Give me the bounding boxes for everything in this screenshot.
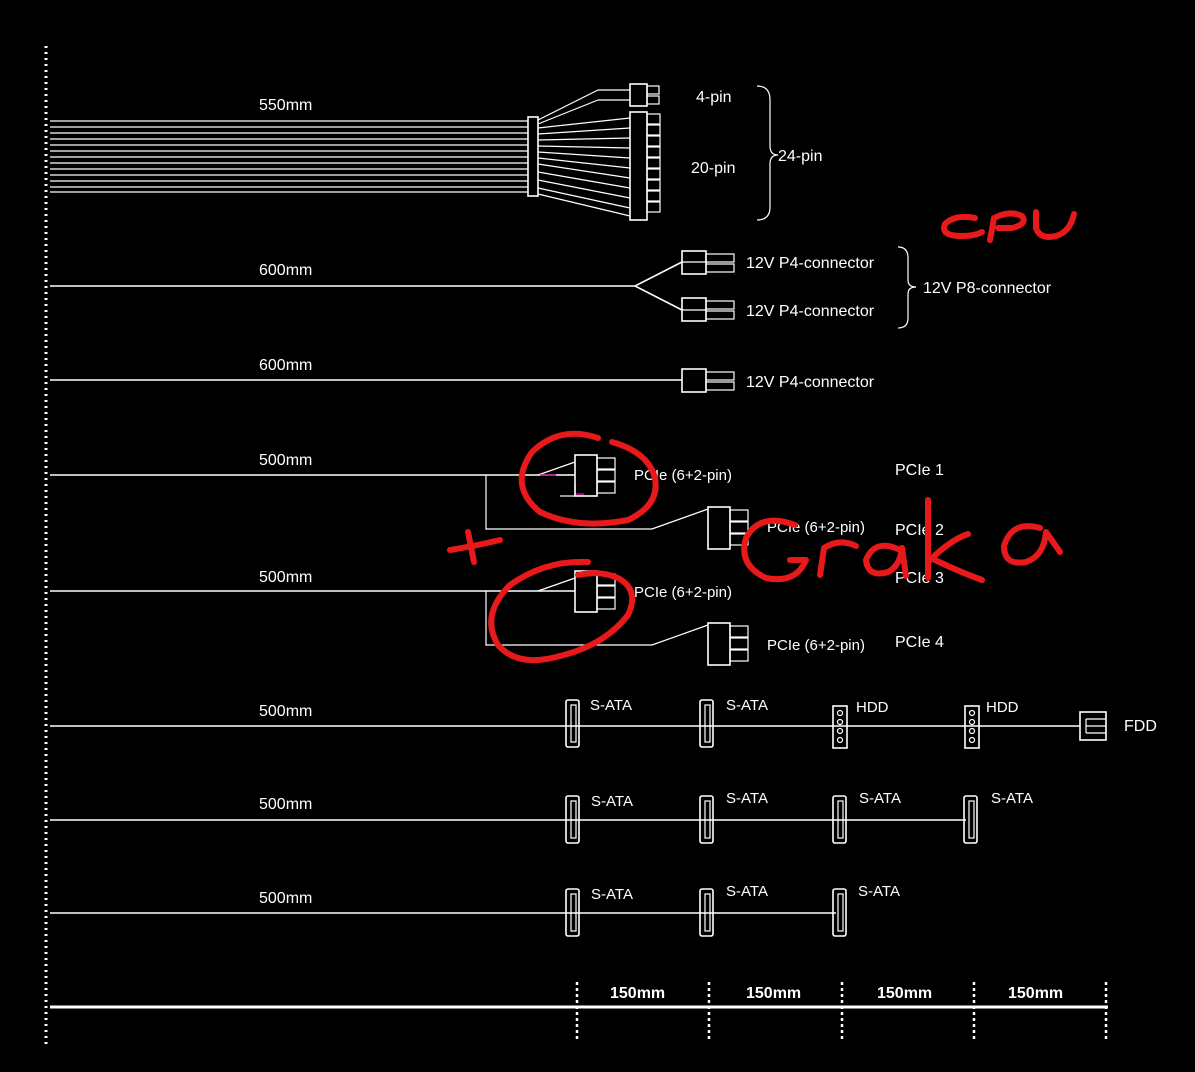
p4-connector-lower (681, 297, 735, 322)
sata-connector (565, 699, 580, 748)
sata-label: S-ATA (726, 697, 768, 714)
row-atx: 550mm 4-pin 20-pin 24-pin (50, 83, 822, 221)
pcie3-name: PCIe 3 (895, 570, 944, 587)
sata-label: S-ATA (991, 790, 1033, 807)
sata-label: S-ATA (591, 886, 633, 903)
graka-annotation (741, 497, 1063, 583)
row-sata-3: 500mm S-ATA S-ATA S-ATA (50, 883, 900, 937)
row-peripheral: 500mm S-ATA S-ATA HDD HDD FDD (50, 697, 1157, 749)
p4-single-label: 12V P4-connector (746, 374, 875, 391)
pcie4-connector-label: PCIe (6+2-pin) (767, 637, 865, 654)
p4-connector-single (681, 368, 735, 393)
row5-length: 500mm (259, 569, 312, 586)
pcie3-connector-label: PCIe (6+2-pin) (634, 584, 732, 601)
sata-label: S-ATA (591, 793, 633, 810)
sata-connector (832, 888, 847, 937)
row-sata-4: 500mm S-ATA S-ATA S-ATA S-ATA (50, 790, 1033, 844)
plus-annotation (447, 529, 503, 565)
row-p8: 600mm 12V P4-connector 12V P4-connector … (50, 246, 1052, 329)
pcie2-connector (707, 506, 749, 550)
pcie1-connector-label: PCIe (6+2-pin) (634, 467, 732, 484)
row4-length: 500mm (259, 452, 312, 469)
hdd-label: HDD (856, 699, 889, 716)
sata-connector (565, 795, 580, 844)
row-pcie-b: 500mm PCIe (6+2-pin) PCIe (6+2-pin) PCIe… (50, 569, 944, 666)
atx-4pin-connector (629, 83, 660, 107)
atx-24pin-label: 24-pin (778, 148, 822, 165)
atx-fanout (537, 89, 631, 217)
atx-wire-bundle (50, 120, 528, 193)
atx-cable-sleeve (527, 116, 539, 197)
p4-connector-upper (681, 250, 735, 275)
pcie1-connector (574, 454, 616, 497)
atx-20pin-connector (629, 111, 661, 221)
sata-connector (699, 795, 714, 844)
sata-connector (699, 888, 714, 937)
hdd-label: HDD (986, 699, 1019, 716)
p4-label-upper: 12V P4-connector (746, 255, 875, 272)
row6-length: 500mm (259, 703, 312, 720)
sata-label: S-ATA (858, 883, 900, 900)
scale-bar: 150mm 150mm 150mm 150mm (50, 982, 1108, 1042)
pcie4-name: PCIe 4 (895, 634, 944, 651)
scale-label: 150mm (1008, 985, 1063, 1002)
sata-connector (565, 888, 580, 937)
pcie1-name: PCIe 1 (895, 462, 944, 479)
pcie3-circle (488, 558, 636, 664)
fdd-connector (1079, 711, 1107, 741)
row7-length: 500mm (259, 796, 312, 813)
sata-connector (963, 795, 978, 844)
sata-connector (832, 795, 847, 844)
atx-20pin-label: 20-pin (691, 160, 735, 177)
hdd-molex-connector (832, 705, 848, 749)
row3-length: 600mm (259, 357, 312, 374)
row-p4: 600mm 12V P4-connector (50, 357, 875, 393)
atx-4pin-label: 4-pin (696, 89, 732, 106)
sata-label: S-ATA (726, 883, 768, 900)
handwritten-annotations (447, 209, 1077, 664)
row2-length: 600mm (259, 262, 312, 279)
fdd-label: FDD (1124, 718, 1157, 735)
row8-length: 500mm (259, 890, 312, 907)
p4-label-lower: 12V P4-connector (746, 303, 875, 320)
pcie2-name: PCIe 2 (895, 522, 944, 539)
pcie4-connector (707, 622, 749, 666)
row1-length: 550mm (259, 97, 312, 114)
sata-label: S-ATA (726, 790, 768, 807)
scale-label: 150mm (746, 985, 801, 1002)
p8-group-brace (897, 246, 917, 329)
sata-label: S-ATA (590, 697, 632, 714)
cpu-annotation (941, 209, 1077, 243)
hdd-molex-connector (964, 705, 980, 749)
scale-label: 150mm (877, 985, 932, 1002)
p8-group-label: 12V P8-connector (923, 280, 1052, 297)
sata-label: S-ATA (859, 790, 901, 807)
atx-group-brace (756, 85, 779, 221)
sata-connector (699, 699, 714, 748)
scale-label: 150mm (610, 985, 665, 1002)
pcie1-circle (518, 430, 659, 527)
